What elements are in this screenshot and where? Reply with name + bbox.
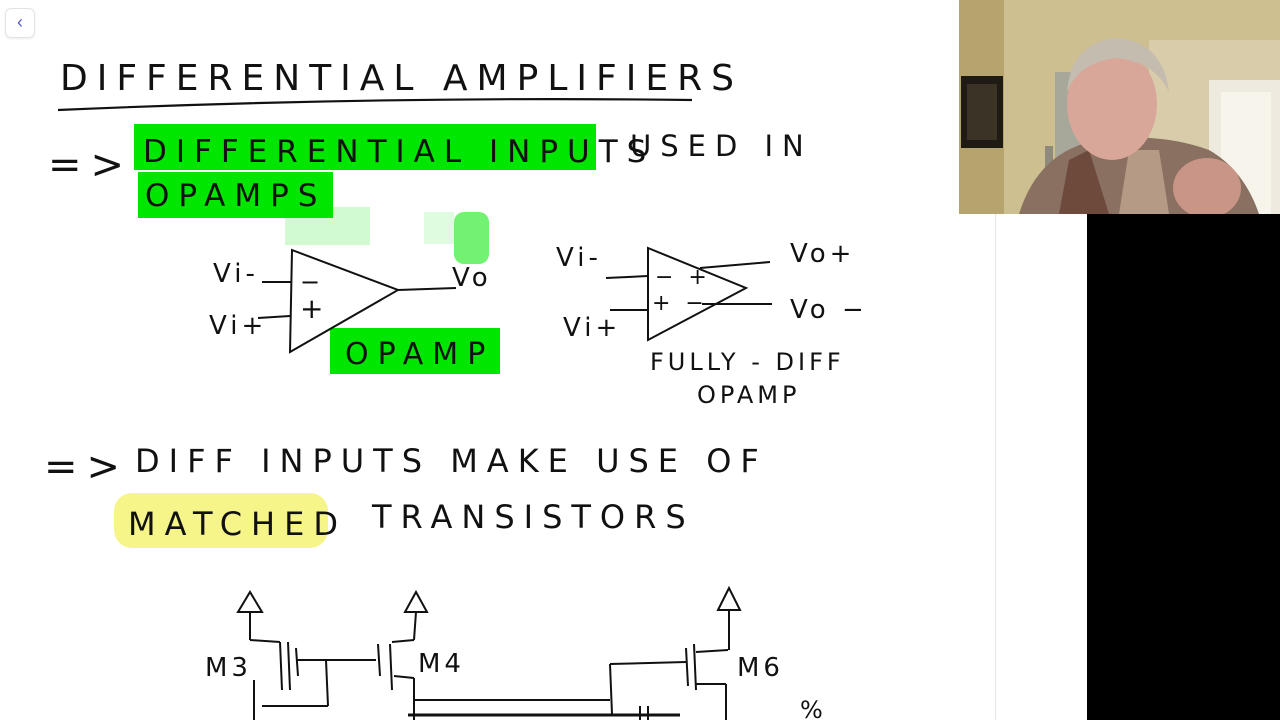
title: DIFFERENTIAL AMPLIFIERS <box>60 58 743 99</box>
title-underline <box>57 98 693 112</box>
faded-green-highlight-2 <box>424 212 454 244</box>
fd-output-plus: Vo+ <box>790 239 855 269</box>
opamp-diagram <box>257 248 457 354</box>
opamp-input-plus: Vi+ <box>209 311 267 341</box>
implies-arrow-1: => <box>48 142 133 188</box>
fd-signs-top: − + <box>655 265 711 290</box>
fd-label-line-2: OPAMP <box>697 381 800 409</box>
webcam-feed <box>959 0 1280 214</box>
fd-input-plus: Vi+ <box>563 313 621 343</box>
opamp-plus-sign: + <box>300 292 332 325</box>
green-highlight-opamp <box>330 328 500 374</box>
back-button[interactable]: ‹ <box>5 8 35 38</box>
differential-inputs-text: DIFFERENTIAL INPUTS <box>143 134 655 170</box>
m6-label: M6 <box>737 653 784 683</box>
m4-label: M4 <box>418 649 465 679</box>
chevron-left-icon: ‹ <box>17 12 23 32</box>
matched-text: MATCHED <box>128 505 347 543</box>
yellow-highlight-matched <box>114 493 328 548</box>
faded-green-highlight-1 <box>285 207 370 245</box>
diff-inputs-text: DIFF INPUTS MAKE USE OF <box>135 442 768 480</box>
faded-green-highlight-3 <box>454 212 489 264</box>
fd-signs-bottom: + − <box>652 291 708 316</box>
fd-label-line-1: FULLY - DIFF <box>650 348 845 376</box>
opamp-output: Vo <box>452 263 492 293</box>
page-edge-divider <box>995 214 996 720</box>
opamp-input-minus: Vi- <box>213 259 259 289</box>
fd-input-minus: Vi- <box>556 243 602 273</box>
transistors-text: TRANSISTORS <box>371 498 695 536</box>
implies-arrow-2: => <box>44 444 129 490</box>
green-highlight-differential-inputs <box>134 124 596 170</box>
opamp-label: OPAMP <box>345 337 494 372</box>
fd-output-minus: Vo − <box>790 295 868 325</box>
opamp-minus-sign: − <box>300 268 329 296</box>
used-in-text: USED IN <box>630 129 813 163</box>
webcam-image <box>959 0 1280 214</box>
opamps-text: OPAMPS <box>145 178 326 214</box>
fully-diff-opamp-diagram <box>605 246 772 342</box>
fraction-mark: % <box>800 696 832 720</box>
green-highlight-opamps <box>138 172 333 218</box>
current-mirror-circuit <box>236 585 742 720</box>
m3-label: M3 <box>205 653 252 683</box>
black-side-panel <box>1087 214 1280 720</box>
